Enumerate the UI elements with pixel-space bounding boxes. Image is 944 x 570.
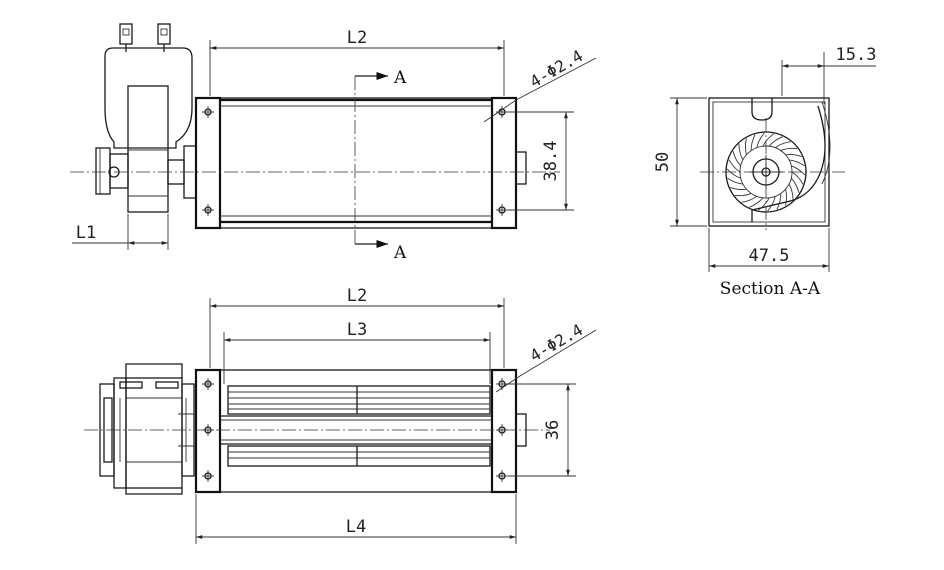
motor-core bbox=[127, 85, 169, 213]
dimension-section-height: 50 bbox=[653, 97, 707, 227]
impeller-blade bbox=[728, 159, 741, 173]
dimension-label-l2-top: L2 bbox=[347, 28, 367, 48]
section-cut-line: A A bbox=[354, 68, 407, 263]
impeller-blade bbox=[756, 132, 765, 148]
impeller-blade bbox=[758, 197, 770, 211]
dimension-section-slot: 15.3 bbox=[781, 45, 877, 104]
impeller-blade bbox=[762, 133, 774, 147]
impeller-blade bbox=[768, 136, 783, 147]
section-marker-top: A bbox=[393, 68, 407, 88]
hole-label-front: 4-Φ2.4 bbox=[527, 320, 587, 365]
impeller-blade bbox=[767, 196, 776, 212]
top-view: A A L2 4-Φ2.4 38.4 L1 bbox=[70, 23, 597, 263]
blower-housing bbox=[195, 97, 517, 229]
section-view: 50 47.5 15.3 Section A-A bbox=[653, 45, 876, 299]
motor-front bbox=[99, 363, 196, 495]
impeller-blade bbox=[788, 159, 805, 167]
dimension-label-15-3: 15.3 bbox=[836, 45, 877, 65]
impeller-blade bbox=[780, 147, 798, 152]
hole-callout-front: 4-Φ2.4 bbox=[495, 320, 597, 393]
impeller-blade bbox=[776, 193, 782, 210]
impeller-blade bbox=[785, 189, 788, 206]
dimension-label-l1: L1 bbox=[76, 223, 96, 243]
impeller-blade bbox=[744, 138, 747, 155]
impeller-blade bbox=[785, 153, 802, 158]
impeller-blade bbox=[749, 197, 764, 208]
impeller-blade bbox=[791, 165, 806, 176]
dimension-motor-offset: L1 bbox=[72, 214, 169, 250]
front-view: L2 L3 4-Φ2.4 36 L4 bbox=[84, 286, 597, 544]
impeller-blade bbox=[732, 151, 742, 167]
dimension-label-50: 50 bbox=[653, 152, 673, 172]
impeller-blade bbox=[750, 134, 756, 151]
impeller-blade bbox=[730, 186, 747, 191]
section-caption: Section A-A bbox=[720, 279, 821, 299]
impeller-blade bbox=[734, 192, 752, 197]
motor-housing bbox=[104, 47, 193, 149]
dimension-label-36: 36 bbox=[543, 420, 563, 440]
dimension-top-length: L2 bbox=[209, 28, 505, 96]
dimension-section-width: 47.5 bbox=[708, 228, 830, 272]
impeller-blade bbox=[790, 177, 800, 193]
hole-callout-top: 4-Φ2.4 bbox=[483, 46, 597, 123]
dimension-label-38-4: 38.4 bbox=[541, 141, 561, 182]
impeller-wheel bbox=[220, 385, 492, 467]
dimension-front-length-total: L4 bbox=[195, 494, 517, 544]
dimension-front-length-wheel: L3 bbox=[223, 320, 491, 384]
impeller-blade bbox=[741, 195, 758, 203]
hole-label-top: 4-Φ2.4 bbox=[527, 46, 587, 91]
impeller-blade bbox=[788, 183, 794, 201]
dimension-label-l2-front: L2 bbox=[347, 286, 367, 306]
dimension-label-47-5: 47.5 bbox=[749, 246, 790, 266]
motor-bearing bbox=[95, 147, 111, 195]
impeller-blade bbox=[791, 171, 804, 185]
dimension-front-length-outer: L2 bbox=[209, 286, 505, 368]
impeller-blade bbox=[738, 143, 744, 161]
impeller-blade bbox=[727, 177, 744, 185]
dimension-label-l4: L4 bbox=[346, 517, 366, 537]
dimension-front-height: 36 bbox=[508, 383, 576, 477]
motor-terminals bbox=[119, 23, 171, 52]
impeller-blade bbox=[774, 141, 791, 149]
dimension-top-height: 38.4 bbox=[508, 111, 574, 211]
dimension-label-l3: L3 bbox=[347, 320, 367, 340]
section-marker-bottom: A bbox=[393, 243, 407, 263]
blower-housing-front bbox=[195, 369, 517, 493]
impeller-blade bbox=[726, 168, 741, 179]
